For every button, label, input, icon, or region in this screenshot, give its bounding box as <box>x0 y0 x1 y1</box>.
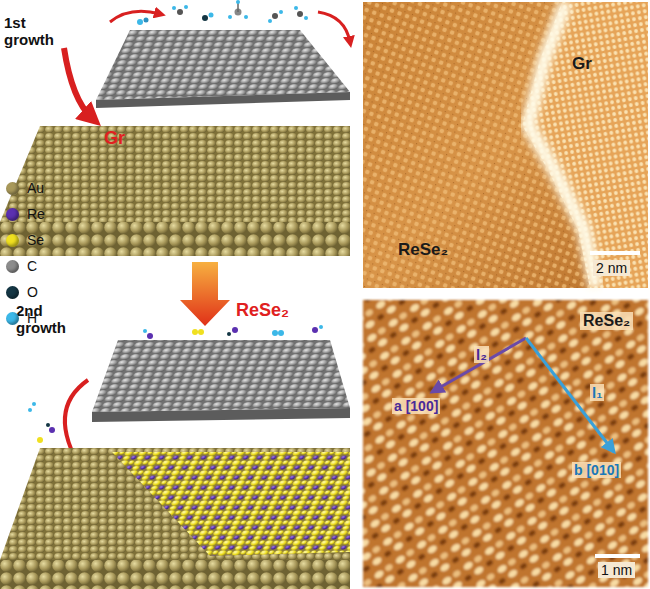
down-arrow <box>180 262 230 326</box>
step-label: 2nd growth <box>16 302 72 336</box>
step-label: 1st growth <box>4 14 56 48</box>
au-substrate-front <box>0 560 350 589</box>
legend-swatch <box>6 182 19 195</box>
legend-row: Au <box>6 180 44 196</box>
material-label: ReSe₂ <box>236 300 289 321</box>
legend-swatch <box>6 286 19 299</box>
material-label: Gr <box>104 128 125 149</box>
stm-image <box>363 2 648 288</box>
scale-bar <box>595 554 640 558</box>
stm-lattice <box>363 2 648 288</box>
legend-row: H <box>6 310 37 326</box>
vector-label: l₂ <box>474 346 489 363</box>
au-substrate <box>0 126 350 222</box>
graphene-edge <box>96 92 350 108</box>
rese2-layer <box>112 452 350 556</box>
legend-row: Se <box>6 232 44 248</box>
legend-text: H <box>27 310 37 326</box>
axis-label: a [100] <box>392 398 440 414</box>
graphene-lattice <box>522 2 648 288</box>
lattice-vector <box>432 338 526 392</box>
flow-arrow <box>110 11 160 22</box>
precursor-molecules <box>28 325 323 469</box>
legend-swatch <box>6 234 19 247</box>
scale-text: 2 nm <box>593 260 630 276</box>
region-label: ReSe₂ <box>580 312 633 330</box>
graphene-edge <box>92 408 350 422</box>
stm-image <box>363 300 648 587</box>
legend-text: C <box>27 258 37 274</box>
legend-text: O <box>27 284 38 300</box>
transfer-arrow <box>64 48 92 118</box>
au-substrate-front <box>0 222 350 256</box>
precursor-molecules <box>137 0 308 25</box>
legend-text: Au <box>27 180 44 196</box>
step-edge <box>528 2 596 288</box>
legend-text: Re <box>27 206 45 222</box>
scale-text: 1 nm <box>598 562 635 578</box>
graphene-sheet <box>92 340 350 412</box>
vector-label: l₁ <box>590 384 604 401</box>
au-substrate <box>0 448 350 560</box>
legend-swatch <box>6 260 19 273</box>
legend-row: Re <box>6 206 45 222</box>
legend-text: Se <box>27 232 44 248</box>
region-label: ReSe₂ <box>398 240 448 260</box>
flow-arrow <box>318 12 350 42</box>
legend-swatch <box>6 208 19 221</box>
legend-row: C <box>6 258 37 274</box>
region-label: Gr <box>572 54 592 74</box>
scale-bar <box>590 251 640 255</box>
axis-label: b [010] <box>572 462 621 478</box>
legend-swatch <box>6 312 19 325</box>
lattice-vector <box>526 338 614 452</box>
legend-row: O <box>6 284 38 300</box>
graphene-region <box>522 2 648 288</box>
graphene-sheet <box>96 30 350 100</box>
